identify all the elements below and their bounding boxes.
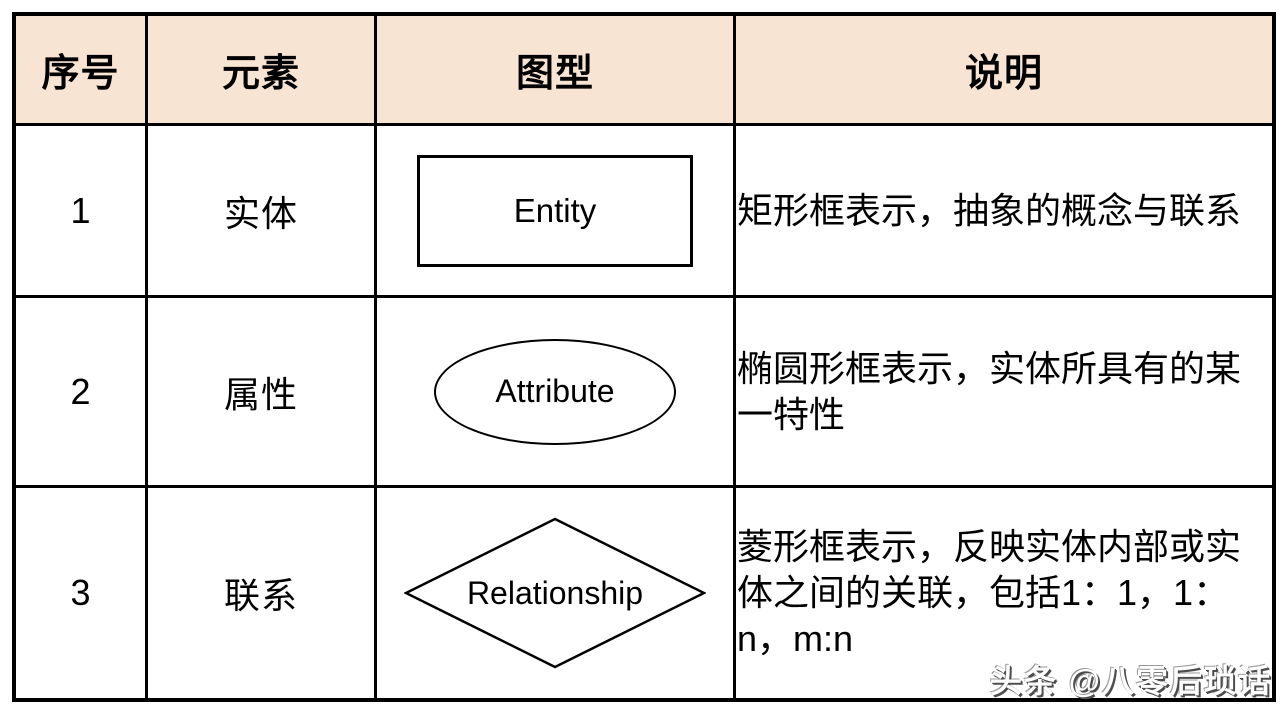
header-cell-shape: 图型 [377,16,736,126]
table-row-1-element: 实体 [148,126,377,298]
table-row-3-shape-cell: Relationship [377,488,736,698]
header-label-description: 说明 [964,53,1043,95]
header-label-element: 元素 [221,53,300,95]
table-row-2-shape-cell: Attribute [377,298,736,488]
table-row-3-number: 3 [16,488,148,698]
element-label: 实体 [223,192,298,234]
description-text: 菱形框表示，反映实体内部或实体之间的关联，包括1：1，1：n，m:n [737,526,1242,659]
attribute-shape-label: Attribute [495,373,615,409]
header-cell-element: 元素 [148,16,377,126]
table-row-1-description: 矩形框表示，抽象的概念与联系 [736,126,1272,298]
entity-shape-label: Entity [513,191,597,229]
attribute-ellipse-shape: Attribute [434,338,676,445]
header-label-number: 序号 [41,53,120,95]
table-row-2-description: 椭圆形框表示，实体所具有的某一特性 [736,298,1272,488]
row-number: 3 [70,572,91,613]
table-row-2-number: 2 [16,298,148,488]
table-row-3-description: 菱形框表示，反映实体内部或实体之间的关联，包括1：1，1：n，m:n [736,488,1272,698]
element-label: 属性 [223,373,298,415]
element-label: 联系 [223,575,298,616]
table-row-1-shape-cell: Entity [377,126,736,298]
er-elements-table: 序号 元素 图型 说明 1 实体 Entity 矩形框表示，抽象的概念与联系 2 [12,12,1276,702]
table-row-3-element: 联系 [148,488,377,698]
row-number: 1 [70,189,91,231]
description-text: 椭圆形框表示，实体所具有的某一特性 [737,347,1242,435]
header-cell-description: 说明 [736,16,1272,126]
diamond-outline-icon [404,517,706,669]
row-number: 2 [70,370,91,412]
relationship-diamond-shape: Relationship [404,517,706,669]
description-text: 矩形框表示，抽象的概念与联系 [737,189,1242,231]
relationship-shape-label: Relationship [466,574,644,611]
table-row-2-element: 属性 [148,298,377,488]
entity-rectangle-shape: Entity [417,154,693,267]
table-row-1-number: 1 [16,126,148,298]
watermark: 头条 @八零后琐话 [989,663,1272,699]
header-cell-number: 序号 [16,16,148,126]
header-label-shape: 图型 [515,53,594,95]
